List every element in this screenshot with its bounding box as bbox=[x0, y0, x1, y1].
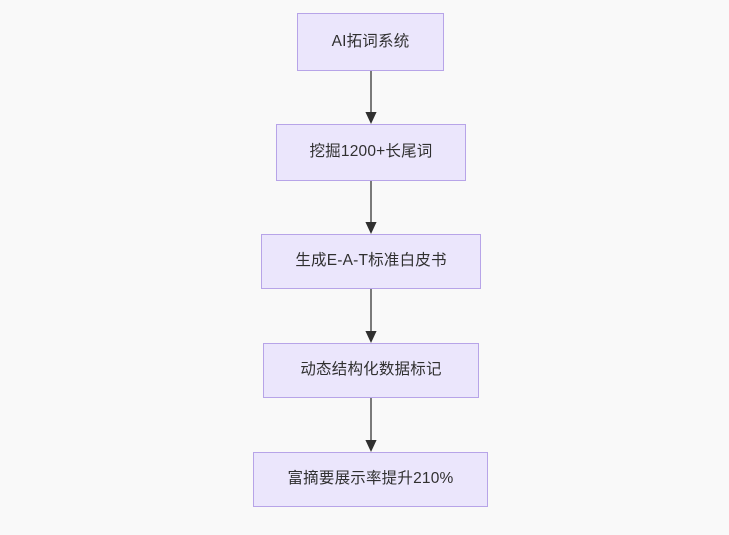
flow-node-ai-keyword-system[interactable]: AI拓词系统 bbox=[297, 13, 444, 71]
flow-node-rich-snippet-impression-uplift[interactable]: 富摘要展示率提升210% bbox=[253, 452, 488, 507]
flow-node-mine-longtail-keywords[interactable]: 挖掘1200+长尾词 bbox=[276, 124, 466, 181]
flow-node-label: 动态结构化数据标记 bbox=[300, 361, 442, 379]
flow-node-label: AI拓词系统 bbox=[331, 32, 410, 50]
flow-node-generate-eat-whitepaper[interactable]: 生成E-A-T标准白皮书 bbox=[261, 234, 481, 289]
flow-node-label: 富摘要展示率提升210% bbox=[287, 470, 454, 488]
edge-n2-n3 bbox=[365, 289, 377, 343]
edge-n3-n4 bbox=[365, 398, 377, 452]
edge-n1-n2 bbox=[365, 181, 377, 234]
flow-node-label: 挖掘1200+长尾词 bbox=[309, 143, 433, 161]
flow-node-dynamic-structured-data-markup[interactable]: 动态结构化数据标记 bbox=[263, 343, 479, 398]
flow-node-label: 生成E-A-T标准白皮书 bbox=[295, 252, 447, 270]
edge-n0-n1 bbox=[365, 71, 377, 124]
